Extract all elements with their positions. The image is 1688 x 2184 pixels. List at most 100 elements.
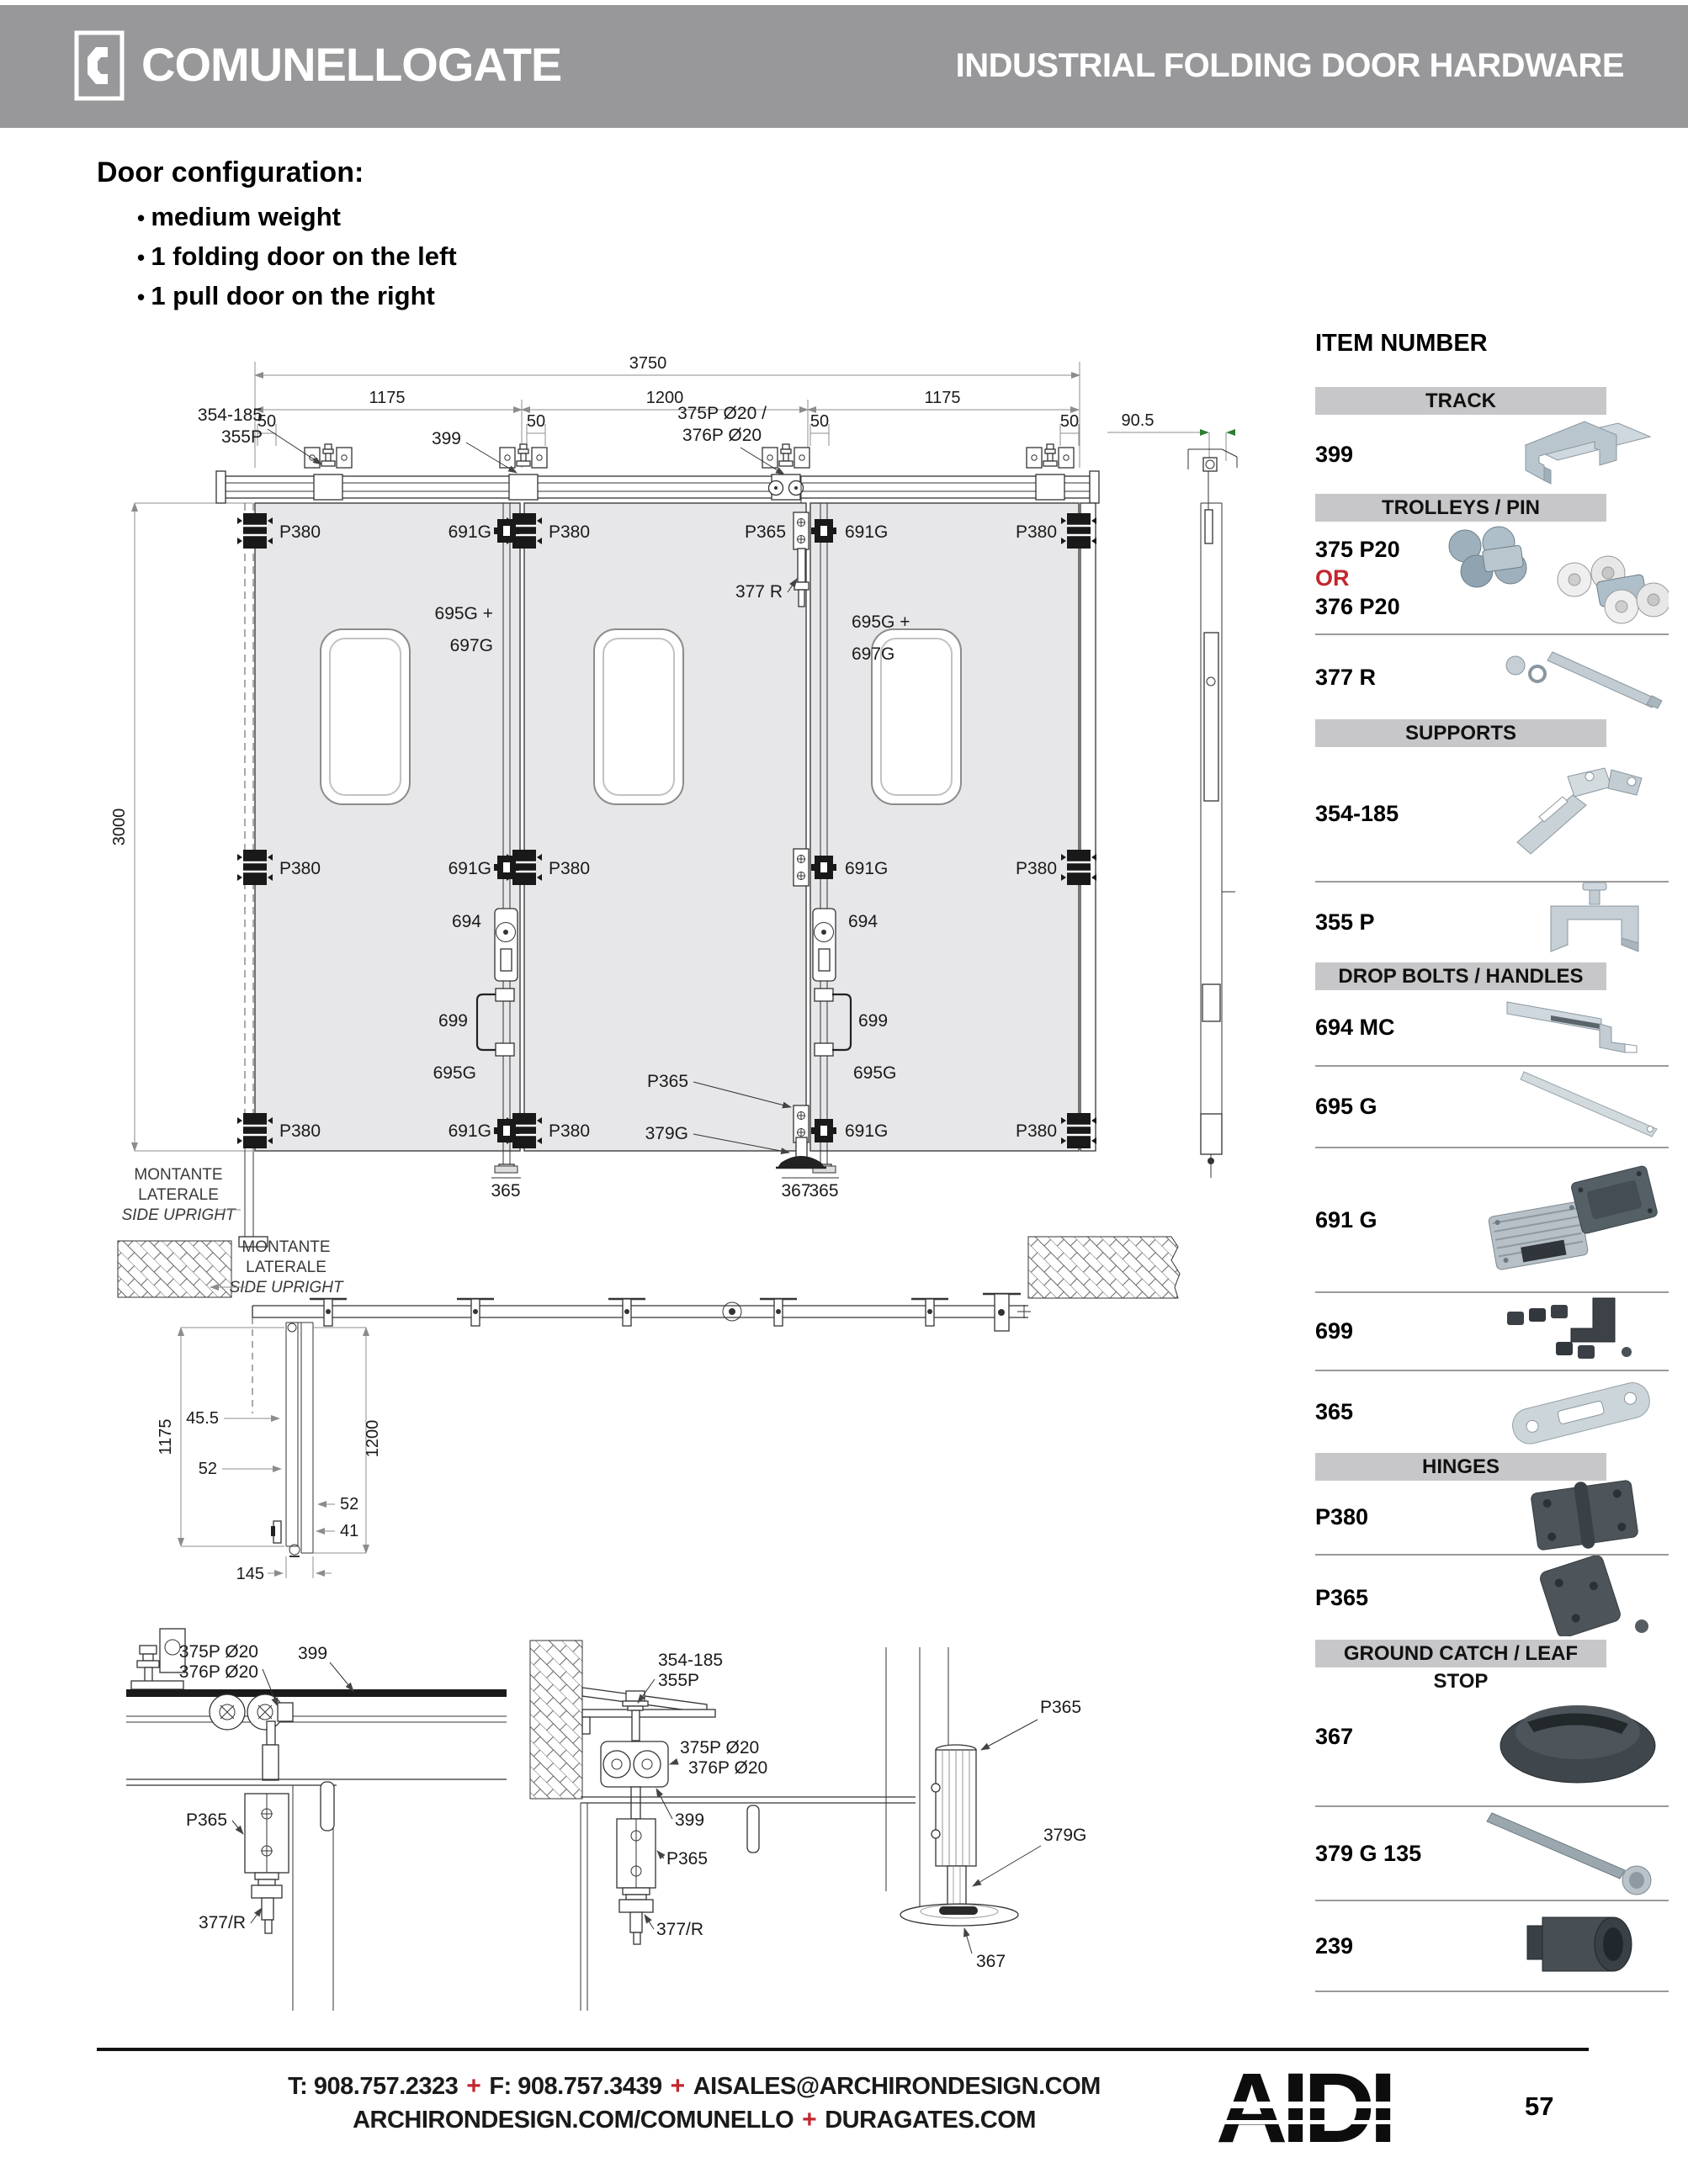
label-691g-r1-d3: 691G xyxy=(845,522,888,542)
item-row-695g: 695 G xyxy=(1315,1065,1669,1147)
label-691g-r1-d1: 691G xyxy=(449,522,491,542)
label-dB-399: 399 xyxy=(675,1810,704,1830)
footer-web1[interactable]: ARCHIRONDESIGN.COM/COMUNELLO xyxy=(353,2107,794,2134)
detail-wall xyxy=(529,1640,583,1800)
item-code-379g135: 379 G 135 xyxy=(1315,1840,1422,1866)
dim-offset-3: 50 xyxy=(810,412,829,431)
item-code-375: 375 P20 xyxy=(1315,536,1400,562)
691g-guides xyxy=(494,519,836,1142)
item-code-354-185: 354-185 xyxy=(1315,801,1399,826)
dim-plan-1200: 1200 xyxy=(364,1420,382,1458)
label-699-left: 699 xyxy=(438,1011,468,1031)
product-image-ground-catch-icon xyxy=(1484,1680,1669,1794)
label-upright2-b: LATERALE xyxy=(246,1259,326,1276)
brand-title: COMUNELLOGATE xyxy=(141,38,562,91)
label-upright2-c: SIDE UPRIGHT xyxy=(229,1279,344,1296)
product-image-keeper-plate-icon xyxy=(1492,1372,1669,1452)
label-379g: 379G xyxy=(645,1124,688,1143)
694-handle-right xyxy=(812,908,836,982)
label-dB-377r: 377/R xyxy=(656,1920,703,1939)
detail-wall-bracket: 354-185 355P 375P Ø20 376P Ø20 399 P365 … xyxy=(529,1640,916,2011)
cross-icon: + xyxy=(466,2072,481,2100)
label-695g-697g-b2: 697G xyxy=(852,644,894,664)
section-header-hinges: HINGES xyxy=(1315,1453,1606,1481)
item-row-p365: P365 xyxy=(1315,1554,1669,1640)
section-header-trolleys: TROLLEYS / PIN xyxy=(1315,494,1606,522)
label-365-right: 365 xyxy=(809,1181,838,1201)
detail-ground-catch: P365 379G 367 xyxy=(885,1647,1086,1971)
item-row-375-376: 375 P20 OR 376 P20 xyxy=(1315,522,1671,633)
door-configuration: Door configuration: medium weight 1 fold… xyxy=(97,156,457,316)
section-header-dropbolts: DROP BOLTS / HANDLES xyxy=(1315,962,1606,990)
item-code-691g: 691 G xyxy=(1315,1206,1377,1232)
label-dA-376p: 376P Ø20 xyxy=(179,1662,258,1682)
item-number-sidebar: ITEM NUMBER TRACK 399 TROLLEYS / PIN 375… xyxy=(1315,330,1673,1992)
dim-plan-52a: 52 xyxy=(199,1460,217,1478)
label-p380-r3-d3: P380 xyxy=(1016,1121,1057,1141)
label-691g-r2-d3: 691G xyxy=(845,859,888,878)
footer-email[interactable]: AISALES@ARCHIRONDESIGN.COM xyxy=(693,2073,1101,2100)
technical-diagram: 3750 1175 1200 1175 50 50 50 50 90.5 300… xyxy=(0,320,1313,2019)
label-691g-r2-d1: 691G xyxy=(449,859,491,878)
label-dA-p365: P365 xyxy=(186,1810,227,1830)
plan-trolleys xyxy=(310,1292,1021,1332)
365-plate-right xyxy=(812,1165,836,1174)
item-code-377r: 377 R xyxy=(1315,664,1377,690)
aidi-logo: AIDI xyxy=(1216,2053,1426,2164)
label-695g-697g-a2: 697G xyxy=(450,636,493,655)
plan-folded-doors xyxy=(252,1317,314,1557)
dim-depth: 90.5 xyxy=(1122,411,1155,430)
item-code-239: 239 xyxy=(1315,1932,1354,1959)
dim-plan-455: 45.5 xyxy=(186,1409,219,1428)
footer-web2[interactable]: DURAGATES.COM xyxy=(825,2107,1036,2134)
item-code-365: 365 xyxy=(1315,1399,1354,1424)
label-dA-377r: 377/R xyxy=(199,1913,246,1932)
377r-pin xyxy=(794,548,809,607)
label-p380-r2-d2: P380 xyxy=(549,859,590,878)
item-row-379g135: 379 G 135 xyxy=(1315,1805,1669,1900)
item-code-694mc: 694 MC xyxy=(1315,1015,1395,1040)
item-code-695g: 695 G xyxy=(1315,1094,1377,1119)
cross-icon: + xyxy=(802,2106,817,2134)
label-dC-367: 367 xyxy=(976,1952,1006,1971)
item-row-355p: 355 P xyxy=(1315,881,1669,962)
door-panels xyxy=(254,502,1080,1152)
plan-view: MONTANTE LATERALE SIDE UPRIGHT xyxy=(117,1236,1181,1583)
track-hangers xyxy=(304,443,1075,501)
label-694-left: 694 xyxy=(452,912,481,931)
product-image-dropbolt-handle-icon xyxy=(1492,990,1669,1065)
item-row-365: 365 xyxy=(1315,1370,1669,1453)
label-upright1-c: SIDE UPRIGHT xyxy=(121,1206,236,1224)
item-row-367: 367 xyxy=(1315,1667,1669,1805)
section-header-groundcatch: GROUND CATCH / LEAF STOP xyxy=(1315,1640,1606,1693)
dim-plan-145: 145 xyxy=(236,1565,264,1583)
product-image-handle-set-icon xyxy=(1492,1293,1669,1370)
product-image-clamp-icon xyxy=(1517,882,1669,962)
product-image-pin-icon xyxy=(1475,637,1669,718)
label-691g-r3-d1: 691G xyxy=(449,1121,491,1141)
item-code-367: 367 xyxy=(1315,1723,1354,1749)
label-p365-bottom: P365 xyxy=(647,1072,688,1091)
sidebar-title: ITEM NUMBER xyxy=(1315,330,1488,357)
365-plate-left xyxy=(494,1165,518,1174)
699-handle-left xyxy=(475,988,515,1057)
label-dB-376p: 376P Ø20 xyxy=(688,1758,767,1778)
section-header-supports: SUPPORTS xyxy=(1315,719,1606,747)
dim-plan-1175: 1175 xyxy=(157,1418,175,1455)
track-399 xyxy=(215,470,1100,504)
product-image-pin-long-icon xyxy=(1475,1808,1669,1900)
dim-panel2: 1200 xyxy=(646,389,684,407)
item-code-p365: P365 xyxy=(1315,1584,1369,1610)
item-code-399: 399 xyxy=(1315,441,1354,467)
label-dA-375p: 375P Ø20 xyxy=(179,1642,258,1662)
dim-plan-52b: 52 xyxy=(340,1495,358,1513)
item-row-354-185: 354-185 xyxy=(1315,747,1669,881)
label-p380-r1-d3: P380 xyxy=(1016,522,1057,542)
item-row-691g: 691 G xyxy=(1315,1147,1669,1291)
product-image-bracket-icon xyxy=(1492,761,1669,867)
label-p380-r3-d2: P380 xyxy=(549,1121,590,1141)
config-bullet-1: medium weight xyxy=(137,198,457,237)
label-377r: 377 R xyxy=(735,582,783,602)
label-dA-399: 399 xyxy=(298,1644,327,1663)
item-row-377r: 377 R xyxy=(1315,633,1669,719)
